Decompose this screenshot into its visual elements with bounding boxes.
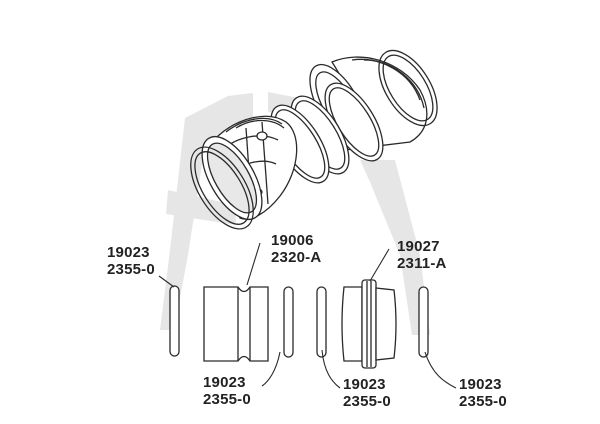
callout-flanged-sleeve: 19027 2311-A <box>397 238 447 272</box>
callout-ring-left: 19023 2355-0 <box>107 244 155 278</box>
assembled-view <box>190 49 438 230</box>
assembled-o-ring-front <box>190 146 254 230</box>
leader-lines <box>158 242 457 389</box>
assembled-o-ring-back <box>378 49 438 127</box>
flanged-sleeve-part <box>341 279 397 369</box>
exploded-parts-row <box>169 279 429 369</box>
o-ring-part-3 <box>316 286 327 358</box>
callout-ring-third: 19023 2355-0 <box>343 376 391 410</box>
callout-ring-right: 19023 2355-0 <box>459 376 507 410</box>
callout-ring-second: 19023 2355-0 <box>203 374 251 408</box>
sleeve-part <box>203 286 269 362</box>
o-ring-part-2 <box>283 286 294 358</box>
callout-sleeve: 19006 2320-A <box>271 232 322 266</box>
o-ring-part-4 <box>418 286 429 358</box>
o-ring-part-1 <box>169 285 180 357</box>
